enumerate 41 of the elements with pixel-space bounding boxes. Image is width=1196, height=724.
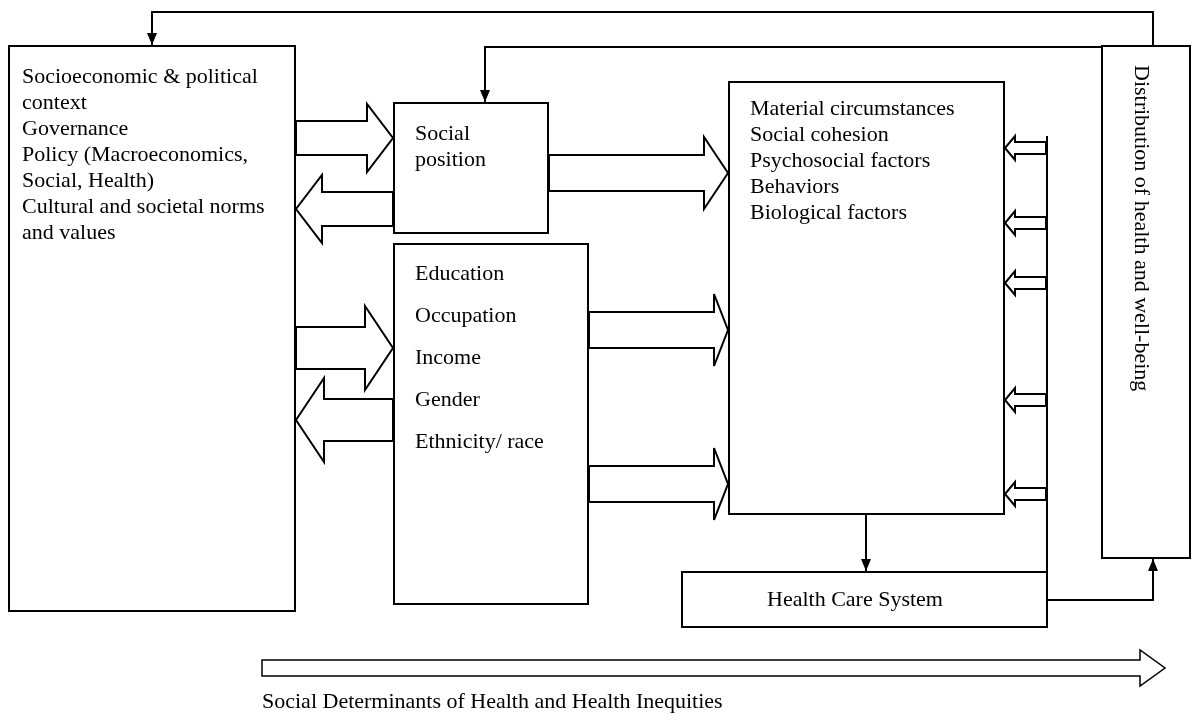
node-text: Social position <box>415 120 487 172</box>
stratifier-box <box>393 243 589 605</box>
node-text: Occupation <box>415 301 518 329</box>
node-text: Governance <box>22 115 130 141</box>
node-text: Biological factors <box>750 199 908 225</box>
context-box <box>8 45 296 612</box>
block-arrow <box>1003 385 1047 415</box>
block-arrow <box>1003 268 1047 298</box>
node-text: Behaviors <box>750 173 841 199</box>
block-arrow <box>1003 133 1047 163</box>
node-text: Health Care System <box>767 586 944 612</box>
node-text: Socioeconomic & political context <box>22 63 259 115</box>
process-box <box>681 571 1048 628</box>
node-text: Gender <box>415 385 481 413</box>
block-arrow <box>294 172 394 246</box>
determinant-box <box>728 81 1005 515</box>
block-arrow <box>548 133 730 213</box>
block-arrow <box>1003 208 1047 238</box>
block-arrow <box>295 101 395 175</box>
block-arrow <box>295 302 395 394</box>
node-text: Education <box>415 259 506 287</box>
arrow <box>861 514 871 572</box>
block-arrow <box>294 374 394 466</box>
node-text: Ethnicity/ race <box>415 427 545 455</box>
arrow <box>480 46 1102 103</box>
arrow <box>1047 558 1158 601</box>
node-text: Cultural and societal norms and values <box>22 193 266 245</box>
block-arrow <box>588 293 730 367</box>
block-arrow <box>1003 479 1047 509</box>
node-text: Social cohesion <box>750 121 890 147</box>
node-text: Material circumstances <box>750 95 956 121</box>
outcome-box <box>1101 45 1191 559</box>
connector-bar <box>1046 136 1048 571</box>
node-text: Income <box>415 343 482 371</box>
position-box <box>393 102 549 234</box>
node-text: Policy (Macroeconomics, Social, Health) <box>22 141 250 193</box>
node-text: Psychosocial factors <box>750 147 932 173</box>
block-arrow <box>588 447 730 521</box>
node-text: Distribution of health and well-being <box>1129 65 1155 392</box>
arrow <box>147 11 1154 46</box>
caption-text: Social Determinants of Health and Health Inequities <box>262 688 723 714</box>
